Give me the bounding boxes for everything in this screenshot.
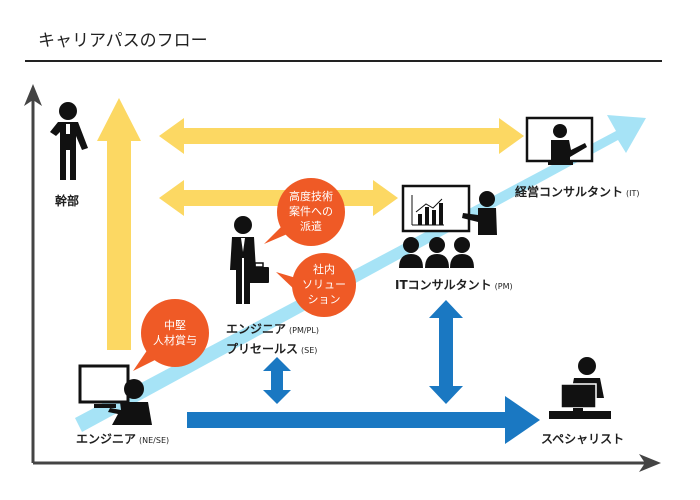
mid-level-bubble-line: 人材賞与 [153,334,197,347]
engineer-label: エンジニア(NE/SE) [76,430,169,447]
engineer-pm-label-sub2: (SE) [301,346,318,355]
specialist-at-desk-icon [549,357,611,419]
presentation-audience-icon [399,184,497,268]
executive-label-text: 幹部 [55,194,80,208]
engineer-at-computer-icon [78,364,152,425]
horizontal-axis [33,454,661,472]
specialist-label-text: スペシャリスト [541,432,625,446]
engineer-pm-double-arrow [263,357,291,404]
business-consultant-label-text: 経営コンサルタント [515,185,624,199]
solutions-bubble [276,253,356,317]
dispatch-bubble [264,178,345,246]
executive-label: 幹部 [55,192,79,209]
it-consultant-label: ITコンサルタント(PM) [395,276,513,293]
engineer-pm-label-sub1: (PM/PL) [289,326,319,335]
engineer-label-text: エンジニア [76,432,137,446]
businessman-briefcase-icon [230,216,269,304]
executive-person-icon [50,102,88,180]
dispatch-bubble-text: 高度技術 案件への 派遣 [277,189,345,234]
dispatch-bubble-line: 高度技術 [289,190,333,203]
mid-level-bubble-line: 中堅 [164,319,186,332]
vertical-axis [24,84,42,463]
growth-diagonal-arrow [75,115,646,432]
it-consultant-label-text: ITコンサルタント [395,278,492,292]
presenter-screen-icon [525,116,594,165]
executive-consultant-arrow [159,118,524,154]
business-consultant-label-sub: (IT) [626,189,640,198]
solutions-bubble-text: 社内 ソリュー ション [292,262,356,307]
consultant-specialist-double-arrow [429,300,463,404]
page-title: キャリアパスのフロー [38,31,208,51]
mid-level-bubble-text: 中堅 人材賞与 [141,318,209,348]
business-consultant-label: 経営コンサルタント(IT) [515,183,640,200]
engineer-label-sub: (NE/SE) [139,436,170,445]
promotion-vertical-arrow [97,98,141,350]
mid-level-bubble [133,299,209,371]
solutions-bubble-line: ション [307,293,341,306]
dispatch-bubble-line: 案件への [289,205,333,218]
dispatch-bubble-line: 派遣 [300,220,322,233]
engineer-pm-label-line2: プリセールス [226,342,299,356]
solutions-bubble-line: 社内 [313,263,335,276]
engineer-pm-label: エンジニア(PM/PL) プリセールス(SE) [226,320,319,360]
specialist-track-arrow [187,396,540,444]
engineer-pm-label-line1: エンジニア [226,322,287,336]
solutions-bubble-line: ソリュー [302,278,346,291]
specialist-label: スペシャリスト [541,430,624,447]
dispatch-double-arrow [159,180,398,216]
it-consultant-label-sub: (PM) [494,282,513,291]
